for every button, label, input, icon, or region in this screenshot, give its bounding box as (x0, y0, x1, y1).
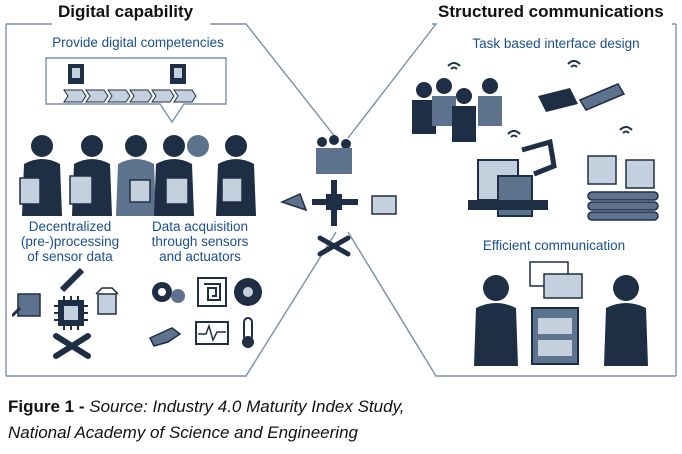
figure-caption: Figure 1 - Source: Industry 4.0 Maturity… (8, 394, 678, 446)
team-wifi-icon (412, 62, 502, 142)
data-acquisition-line-1: Data acquisition (151, 219, 249, 234)
task-based-label: Task based interface design (472, 36, 640, 51)
thermometer-icon (242, 317, 254, 348)
digital-competency-bubble-icon (45, 57, 227, 124)
communication-workers-icon (474, 261, 648, 366)
data-acquisition-line-3: and actuators (159, 249, 241, 264)
caption-source-line-1: Source: Industry 4.0 Maturity Index Stud… (89, 397, 405, 416)
factory-robot-wifi-icon (468, 130, 557, 217)
efficient-communication-label: Efficient communication (482, 238, 626, 253)
boxes-pipes-wifi-icon (587, 126, 659, 221)
sensor-actuator-icons (148, 277, 262, 348)
aperture-icon (234, 278, 262, 306)
frame-lines (5, 23, 677, 377)
provide-digital-label: Provide digital competencies (52, 35, 224, 50)
processing-icons (12, 267, 119, 359)
data-acquisition-line-2: through sensors (151, 234, 249, 249)
decentralized-line-3: of sensor data (27, 249, 113, 264)
chip-icon (54, 296, 88, 330)
data-acquisition-label: Data acquisition through sensors and act… (142, 219, 258, 264)
workers-with-tablets-icon (19, 135, 256, 216)
pulse-monitor-icon (195, 321, 229, 345)
spiral-icon (197, 277, 227, 307)
sensor-cube-icon (12, 293, 41, 318)
gears-icon (152, 282, 185, 303)
caption-source-line-2: National Academy of Science and Engineer… (8, 423, 358, 442)
pen-icon (59, 267, 85, 293)
left-heading: Digital capability (58, 2, 194, 21)
decentralized-label: Decentralized (pre-)processing of sensor… (14, 219, 126, 264)
decentralized-line-1: Decentralized (28, 219, 112, 234)
box-icon (95, 287, 119, 315)
right-heading: Structured communications (438, 2, 664, 21)
caption-prefix: Figure 1 - (8, 397, 85, 416)
hand-icon (148, 327, 182, 347)
decentralized-line-2: (pre-)processing (20, 234, 120, 249)
tools-icon (53, 333, 91, 359)
caption-line-2: National Academy of Science and Engineer… (8, 420, 678, 446)
caption-line-1: Figure 1 - Source: Industry 4.0 Maturity… (8, 394, 678, 420)
central-hub-icon (279, 135, 397, 257)
tools-wifi-icon (538, 60, 626, 112)
